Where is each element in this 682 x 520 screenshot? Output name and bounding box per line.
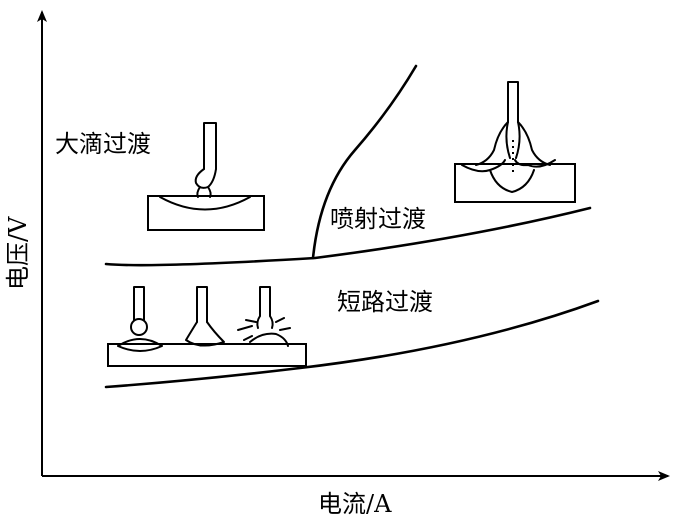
short-circuit-transfer-sketch (107, 286, 307, 367)
y-axis-label: 电压/V (4, 216, 32, 290)
globular-transfer-label: 大滴过渡 (55, 130, 151, 158)
lower-boundary-curve (104, 299, 600, 389)
globular-transfer-sketch (147, 122, 265, 231)
spray-transition-curve (311, 64, 418, 260)
spray-transfer-sketch (454, 81, 576, 203)
short-circuit-transfer-label: 短路过渡 (337, 288, 433, 316)
upper-boundary-curve (104, 206, 592, 267)
x-axis-label: 电流/A (318, 490, 392, 518)
spray-transfer-label: 喷射过渡 (330, 205, 426, 233)
